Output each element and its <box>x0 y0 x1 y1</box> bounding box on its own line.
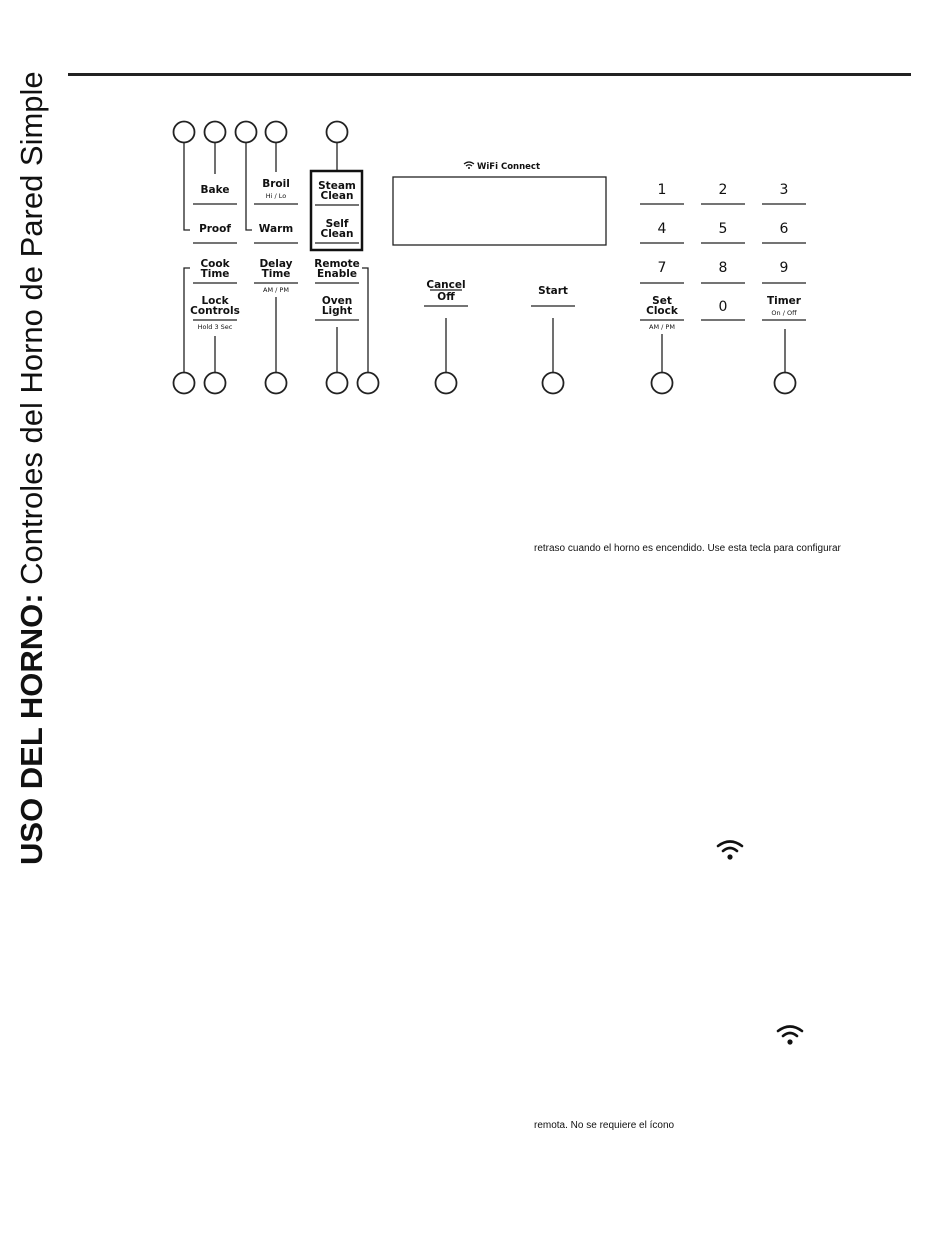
self-clean-key-label-1: Self <box>326 218 349 230</box>
callout-circle <box>773 371 797 395</box>
remote-enable-key-label-1: Remote <box>314 258 360 270</box>
callout-circle <box>356 371 380 395</box>
remote-enable-key-label-2: Enable <box>317 268 357 280</box>
oven-light-key-label-2: Light <box>322 305 352 317</box>
timer-sub-label: On / Off <box>771 309 797 317</box>
header-rule <box>68 73 911 76</box>
body-text-line: remota. No se requiere el ícono <box>534 1120 675 1131</box>
callout-circle <box>234 120 258 144</box>
self-clean-key-label-2: Clean <box>321 228 354 240</box>
cook-time-key-label-2: Time <box>201 268 230 280</box>
set-clock-sub-label: AM / PM <box>649 323 675 331</box>
wifi-icon <box>463 161 475 169</box>
cancel-key-label-1: Cancel <box>426 279 465 291</box>
cancel-key-label-2: Off <box>437 291 455 303</box>
keypad-digit-6: 6 <box>780 221 789 237</box>
callout-circle <box>541 371 565 395</box>
broil-sub-label: Hi / Lo <box>266 192 287 200</box>
keypad-digit-1: 1 <box>658 182 667 198</box>
keypad-digit-4: 4 <box>658 221 667 237</box>
callout-circle <box>434 371 458 395</box>
wifi-icon <box>716 840 744 860</box>
keypad-digit-3: 3 <box>780 182 789 198</box>
callout-circle <box>264 371 288 395</box>
keypad-digit-8: 8 <box>719 260 728 276</box>
lock-controls-sub-label: Hold 3 Sec <box>198 323 233 331</box>
callout-circle <box>203 120 227 144</box>
lock-controls-key-label-1: Lock <box>201 295 229 307</box>
callout-circle <box>325 371 349 395</box>
display-window <box>392 176 607 246</box>
callout-circle <box>203 371 227 395</box>
set-clock-key-label-2: Clock <box>646 305 679 317</box>
lock-controls-key-label-2: Controls <box>190 305 240 317</box>
keypad-digit-2: 2 <box>719 182 728 198</box>
delay-time-key-label-2: Time <box>262 268 291 280</box>
proof-key-label: Proof <box>199 223 231 235</box>
delay-time-sub-label: AM / PM <box>263 286 289 294</box>
leader-line <box>183 143 190 231</box>
bake-key-label: Bake <box>201 184 230 196</box>
steam-clean-key-label-1: Steam <box>318 180 356 192</box>
cook-time-key-label-1: Cook <box>200 258 230 270</box>
steam-clean-key-label-2: Clean <box>321 190 354 202</box>
callout-circle <box>650 371 674 395</box>
timer-key-label: Timer <box>767 295 802 307</box>
clean-keys-box <box>309 169 364 252</box>
callout-circle <box>172 371 196 395</box>
keypad-digit-0: 0 <box>719 299 728 315</box>
start-key-label: Start <box>538 285 568 297</box>
oven-light-key-label-1: Oven <box>322 295 352 307</box>
keypad-digit-7: 7 <box>658 260 667 276</box>
body-text-line: retraso cuando el horno es encendido. Us… <box>534 543 841 554</box>
wifi-icon <box>776 1025 804 1045</box>
broil-key-label: Broil <box>262 178 290 190</box>
callout-circle <box>172 120 196 144</box>
leader-line <box>183 267 190 372</box>
callout-circle <box>264 120 288 144</box>
callout-circle <box>325 120 349 144</box>
set-clock-key-label-1: Set <box>652 295 672 307</box>
keypad-digit-9: 9 <box>780 260 789 276</box>
keypad-digit-5: 5 <box>719 221 728 237</box>
warm-key-label: Warm <box>259 223 293 235</box>
wifi-connect-label: WiFi Connect <box>477 162 540 172</box>
delay-time-key-label-1: Delay <box>259 258 292 270</box>
leader-line <box>245 143 252 231</box>
leader-line <box>362 267 369 372</box>
